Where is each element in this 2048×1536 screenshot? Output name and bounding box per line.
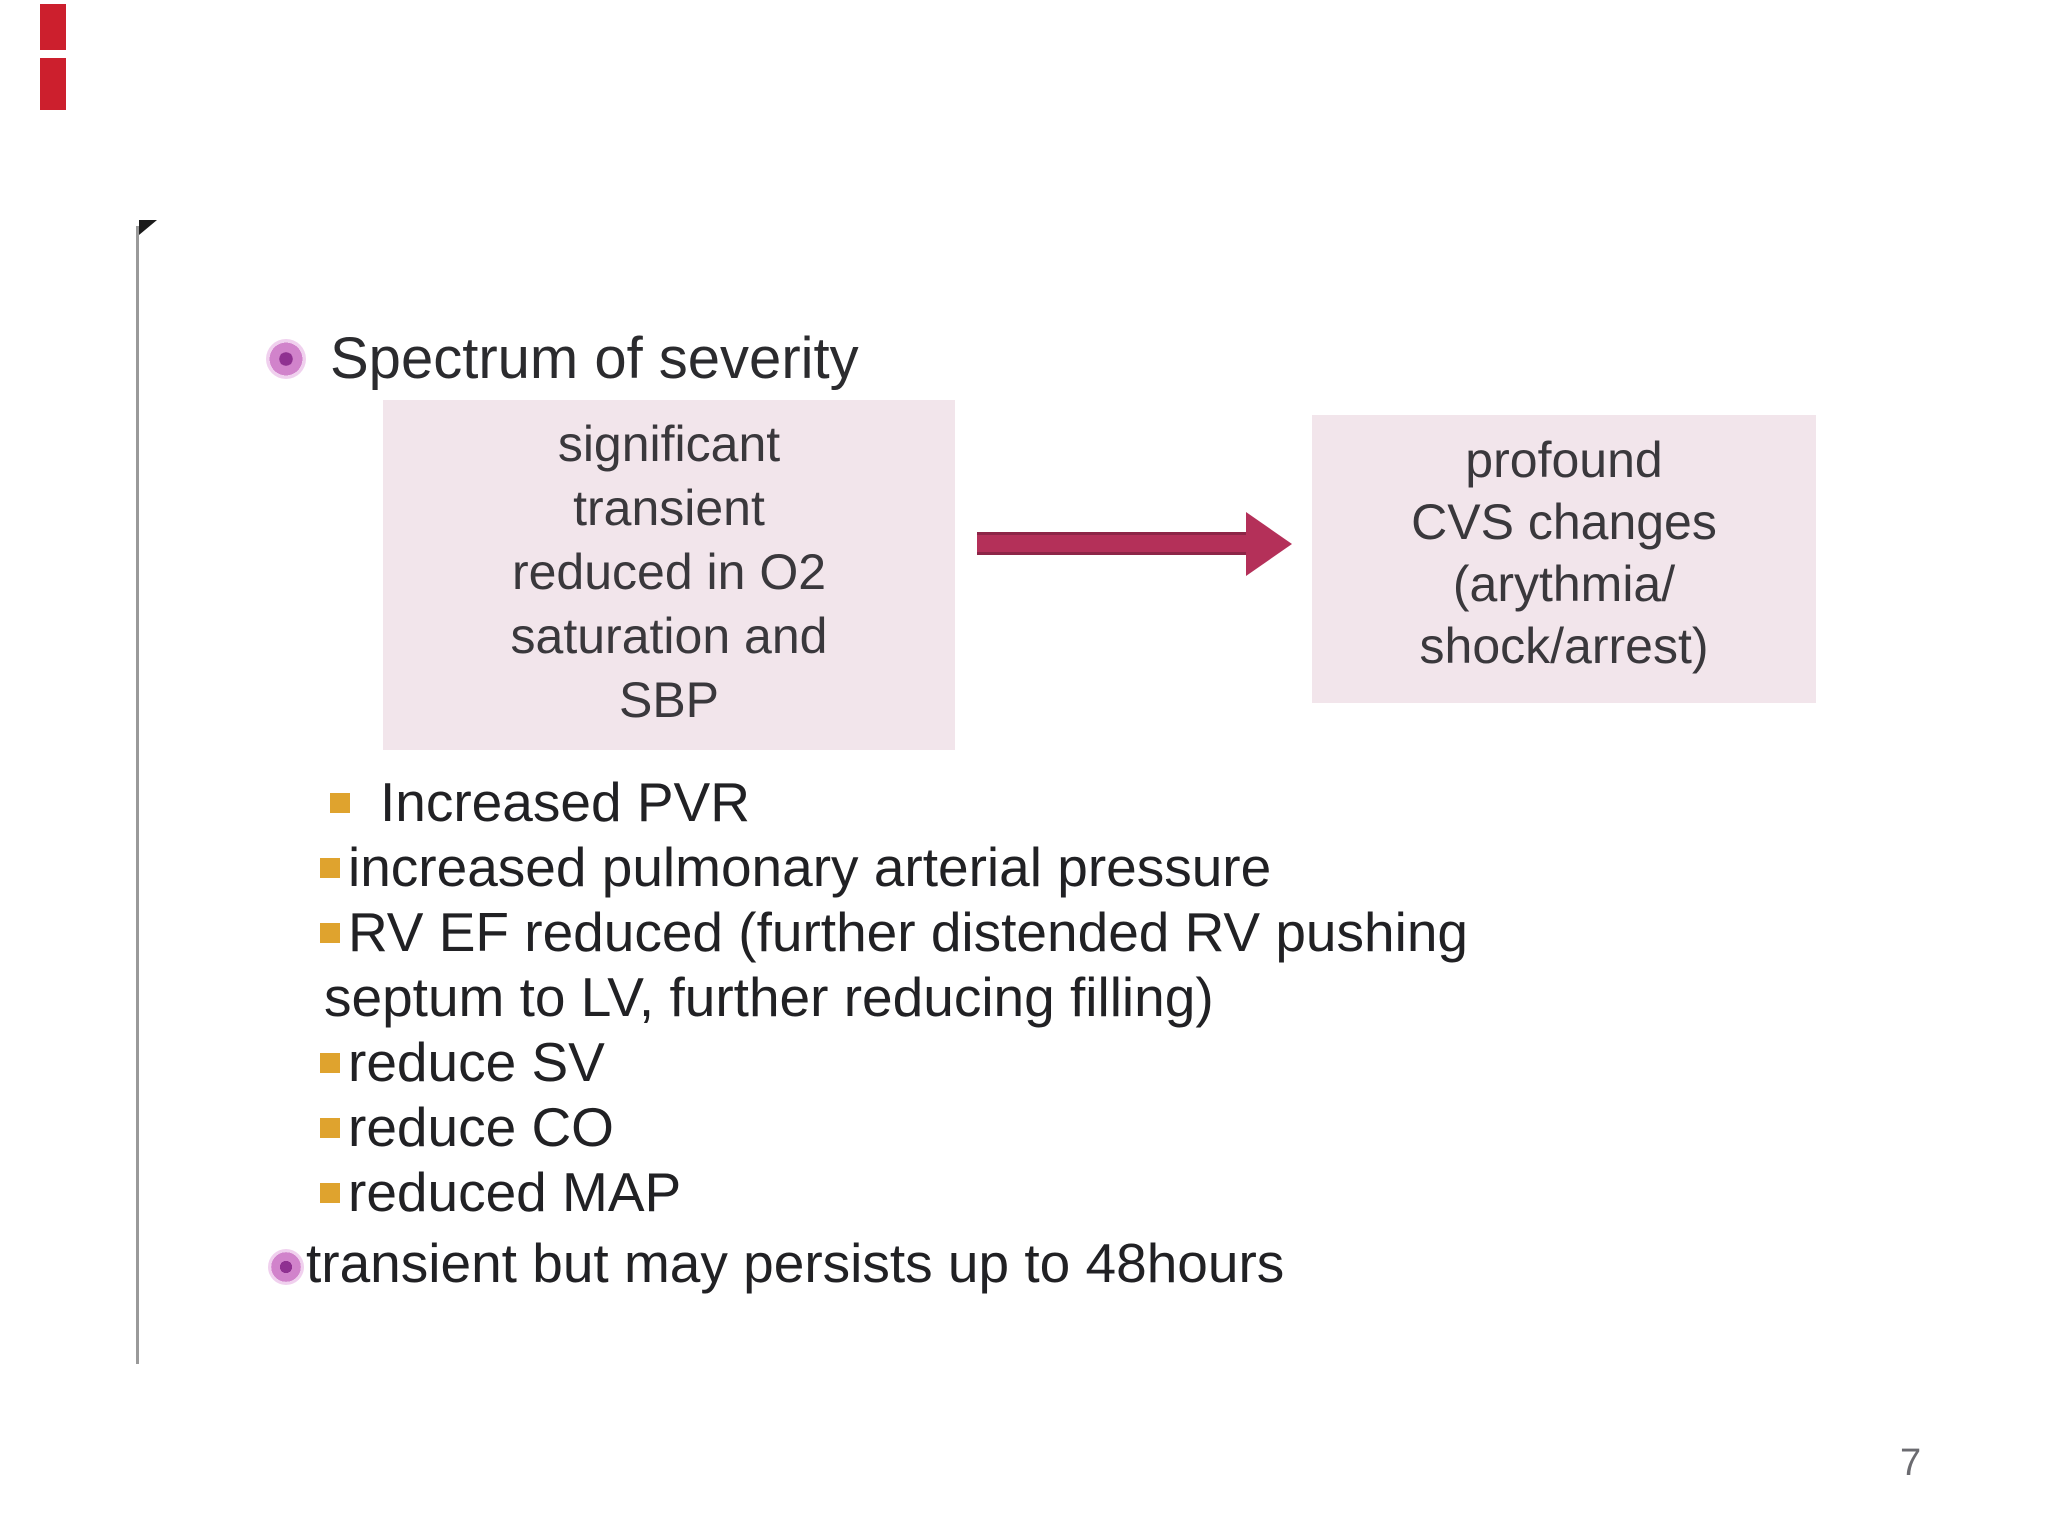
- left-box-line: reduced in O2: [511, 544, 827, 600]
- list-item-text: reduce CO: [348, 1096, 614, 1158]
- list-item-text: reduced MAP: [348, 1161, 682, 1223]
- list-item: RV EF reduced (further distended RV push…: [268, 900, 1468, 965]
- right-box-line: (arythmia/: [1452, 556, 1676, 612]
- square-bullet-icon: [320, 1183, 340, 1203]
- flow-arrow-head-icon: [1246, 512, 1292, 576]
- list-item-text: septum to LV, further reducing filling): [324, 966, 1214, 1028]
- left-box-line: SBP: [618, 672, 720, 728]
- square-bullet-icon: [320, 1118, 340, 1138]
- red-corner-mark-bottom: [40, 58, 66, 110]
- square-bullet-icon: [330, 793, 350, 813]
- page-edge-line: [136, 226, 139, 1364]
- flow-arrow-icon: [977, 532, 1249, 555]
- left-box-line: transient: [573, 480, 765, 536]
- square-bullet-icon: [320, 1053, 340, 1073]
- page-number: 7: [1900, 1442, 1922, 1484]
- list-item: transient but may persists up to 48hours: [268, 1231, 1468, 1296]
- right-box-line: CVS changes: [1411, 494, 1717, 550]
- torn-corner-icon: [139, 220, 157, 235]
- list-item-text: transient but may persists up to 48hours: [306, 1232, 1285, 1294]
- left-flow-box: significant transient reduced in O2 satu…: [383, 400, 955, 750]
- square-bullet-icon: [320, 923, 340, 943]
- list-item: reduce CO: [268, 1095, 1468, 1160]
- ring-bullet-icon: [266, 339, 306, 379]
- list-item-text: increased pulmonary arterial pressure: [348, 836, 1272, 898]
- ring-bullet-icon: [268, 1249, 304, 1285]
- list-item-continuation: septum to LV, further reducing filling): [268, 965, 1468, 1030]
- list-item: increased pulmonary arterial pressure: [268, 835, 1468, 900]
- slide-heading: Spectrum of severity: [266, 330, 859, 388]
- right-flow-box: profound CVS changes (arythmia/ shock/ar…: [1312, 415, 1816, 703]
- bullet-list: Increased PVR increased pulmonary arteri…: [268, 770, 1468, 1296]
- list-item-text: Increased PVR: [380, 771, 750, 833]
- right-box-line: profound: [1465, 432, 1663, 488]
- left-box-line: saturation and: [510, 608, 828, 664]
- left-box-line: significant: [557, 416, 781, 472]
- slide-heading-label: Spectrum of severity: [330, 326, 859, 391]
- red-corner-mark-top: [40, 4, 66, 50]
- list-item-text: RV EF reduced (further distended RV push…: [348, 901, 1469, 963]
- list-item: Increased PVR: [268, 770, 1468, 835]
- list-item-text: reduce SV: [348, 1031, 605, 1093]
- list-item: reduce SV: [268, 1030, 1468, 1095]
- list-item: reduced MAP: [268, 1160, 1468, 1225]
- square-bullet-icon: [320, 858, 340, 878]
- right-box-line: shock/arrest): [1419, 618, 1709, 674]
